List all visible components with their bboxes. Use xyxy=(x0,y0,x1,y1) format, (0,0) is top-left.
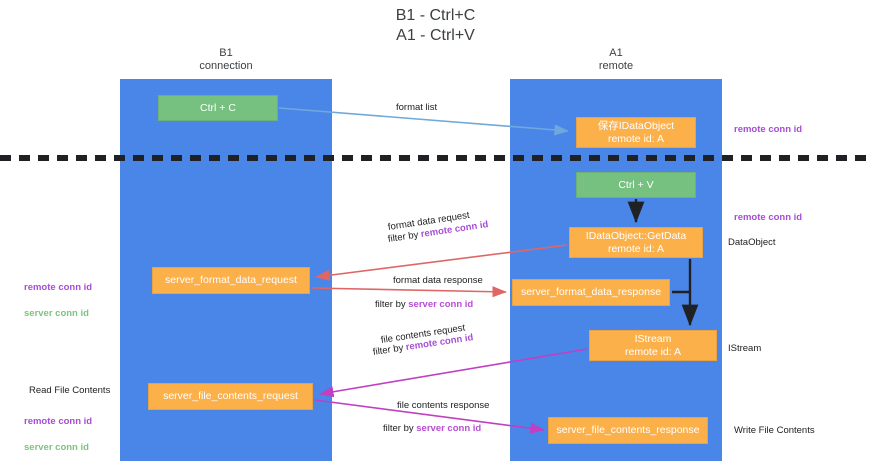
annotation-remote-conn-id-mid: remote conn id xyxy=(734,212,803,223)
annotation-write-file-contents: Write File Contents xyxy=(734,425,815,436)
node-server-file-contents-response[interactable]: server_file_contents_response xyxy=(548,417,708,444)
node-istream[interactable]: IStream remote id: A xyxy=(589,330,717,361)
edge-label-file-contents-response-filter: filter by server conn id xyxy=(383,422,481,435)
node-idataobject-getdata[interactable]: IDataObject::GetData remote id: A xyxy=(569,227,703,258)
annotation-read-file-contents: Read File Contents xyxy=(29,385,111,396)
annotation-left-conn-ids-bottom: remote conn id server conn id xyxy=(24,402,92,467)
node-server-file-contents-request[interactable]: server_file_contents_request xyxy=(148,383,313,410)
edge-label-format-data-response: format data response xyxy=(393,275,483,286)
filter-key-server-conn-id: server conn id xyxy=(408,299,474,310)
annotation-server-conn-id: server conn id xyxy=(24,442,89,453)
annotation-remote-conn-id: remote conn id xyxy=(24,416,93,427)
node-server-format-data-request[interactable]: server_format_data_request xyxy=(152,267,310,294)
node-save-idataobject[interactable]: 保存IDataObject remote id: A xyxy=(576,117,696,148)
edge-label-format-list: format list xyxy=(396,102,438,113)
node-server-format-data-response[interactable]: server_format_data_response xyxy=(512,279,670,306)
filter-prefix: filter by xyxy=(375,299,409,310)
annotation-dataobject: DataObject xyxy=(728,237,776,248)
annotation-server-conn-id: server conn id xyxy=(24,308,89,319)
edge-label-format-data-response-filter: filter by server conn id xyxy=(375,298,473,311)
lane-header-a1: A1 remote xyxy=(598,47,634,72)
filter-key-server-conn-id: server conn id xyxy=(416,423,482,434)
annotation-istream: IStream xyxy=(728,343,762,354)
filter-prefix: filter by xyxy=(387,229,422,245)
phase-divider xyxy=(0,155,871,161)
annotation-remote-conn-id: remote conn id xyxy=(24,282,93,293)
filter-prefix: filter by xyxy=(372,342,407,358)
lane-header-b1: B1 connection xyxy=(199,47,253,72)
filter-prefix: filter by xyxy=(383,423,417,434)
edge-label-file-contents-response: file contents response xyxy=(397,400,490,411)
node-ctrl-v[interactable]: Ctrl + V xyxy=(576,172,696,198)
diagram-title: B1 - Ctrl+C A1 - Ctrl+V xyxy=(395,7,476,44)
annotation-remote-conn-id-top: remote conn id xyxy=(734,124,803,135)
annotation-left-conn-ids-top: remote conn id server conn id xyxy=(24,268,92,333)
node-ctrl-c[interactable]: Ctrl + C xyxy=(158,95,278,121)
